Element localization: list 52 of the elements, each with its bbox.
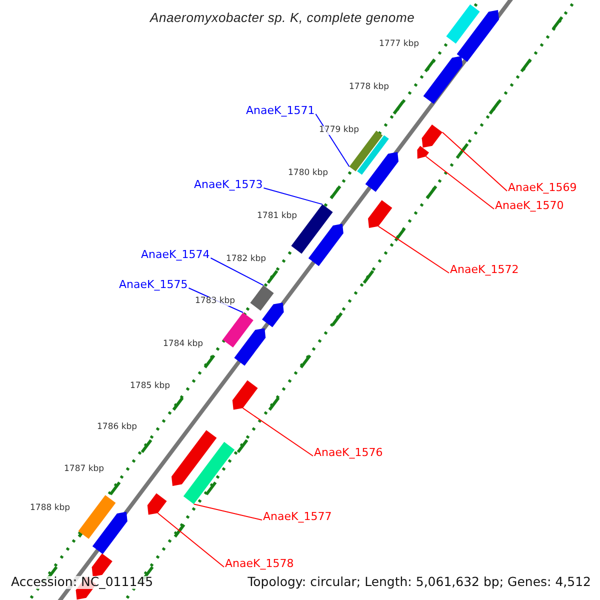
scale-label: 1783 kbp [195,297,236,306]
gene-bar [183,442,235,504]
gene-block [368,200,392,228]
scale-label: 1780 kbp [288,169,328,178]
gene-block [456,10,499,62]
gene-label: AnaeK_1570 [495,200,564,211]
gene-label: AnaeK_1573 [194,179,263,190]
gene-label: AnaeK_1569 [508,182,577,193]
scale-label: 1781 kbp [257,212,298,220]
leader-line [442,132,508,192]
leader-line [378,226,450,274]
gene-block [92,512,128,554]
genome-info-text: Topology: circular; Length: 5,061,632 bp; Genes: 4,512 [248,576,591,588]
scale-label: 1778 kbp [349,83,390,92]
gene-block [422,124,442,148]
scale-label: 1785 kbp [130,382,170,390]
gene-label: AnaeK_1571 [246,105,315,116]
gene-label: AnaeK_1577 [263,511,332,522]
gene-label: AnaeK_1572 [450,264,519,275]
gene-block [147,493,167,515]
leader-line [263,188,323,205]
gene-bar [357,135,389,175]
gene-label: AnaeK_1574 [141,249,210,260]
leader-line [157,512,224,568]
map-title: Anaeromyxobacter sp. K, complete genome [148,11,417,24]
gene-bar [222,312,254,348]
leader-line [426,156,494,210]
gene-bar [250,285,274,311]
gene-block [365,152,398,192]
leader-line [242,408,314,456]
scale-label: 1784 kbp [163,340,204,348]
gene-block [262,302,284,328]
gene-label: AnaeK_1576 [314,447,383,458]
gene-block [172,430,217,486]
gene-block [232,380,258,410]
gene-label: AnaeK_1575 [119,279,188,290]
leader-line [193,504,262,520]
leader-line [210,258,264,286]
gene-block [234,328,266,366]
gene-block [308,224,344,266]
scale-label: 1786 kbp [97,423,138,432]
scale-label: 1787 kbp [64,465,104,474]
gene-block [92,554,112,577]
gene-bar [78,495,116,539]
scale-label: 1788 kbp [30,504,70,512]
gene-block [423,56,462,104]
scale-label: 1779 kbp [319,126,360,134]
scale-label: 1782 kbp [226,255,266,264]
gene-block [417,146,429,159]
gene-label: AnaeK_1578 [225,558,294,569]
scale-label: 1777 kbp [379,40,420,48]
gene-bar [446,4,480,44]
